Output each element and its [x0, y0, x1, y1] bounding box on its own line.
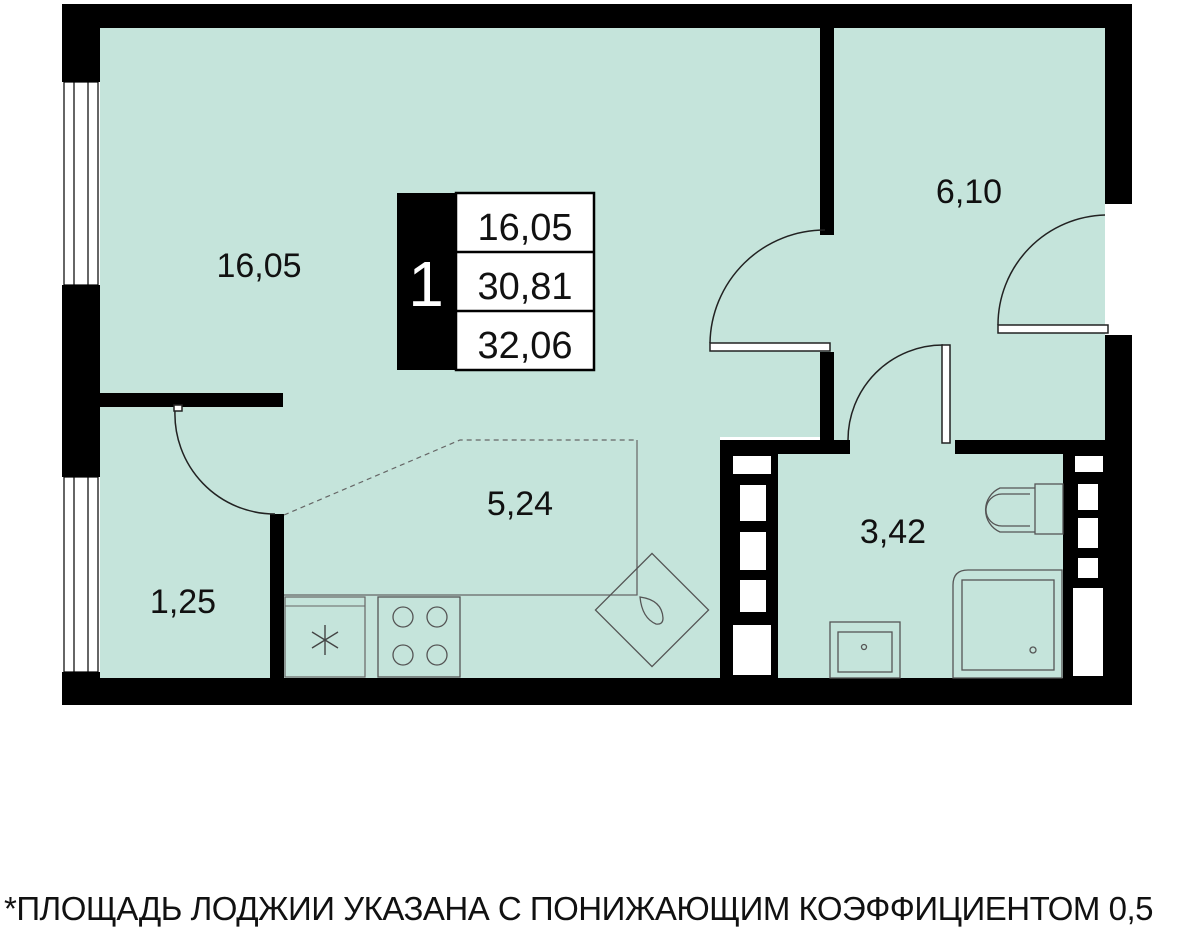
kitchen-sink [594, 552, 710, 668]
refrigerator-snowflake-icon [311, 625, 339, 655]
toilet [984, 483, 1064, 535]
toilet-icon [984, 487, 1035, 533]
wall-loggia-right [270, 514, 284, 679]
windows [63, 81, 99, 673]
wall-bottom [62, 678, 1132, 705]
shower-tray [952, 569, 1063, 679]
door-loggia-leaf [173, 404, 183, 412]
wall-loggia-top [100, 393, 283, 407]
wall-left-bottom [62, 672, 100, 705]
stove-burners-icon [392, 606, 448, 666]
shafts [733, 456, 1103, 676]
living-area-value: 16,05 [477, 207, 572, 249]
door-living-leaf [709, 342, 831, 352]
total-without-loggia-value: 30,81 [477, 266, 572, 308]
window-left-bottom [63, 476, 99, 673]
door-living-arc [709, 229, 826, 344]
kitchen-zone-boundary [283, 439, 637, 516]
area-summary: 1 16,05 30,81 32,06 [397, 191, 596, 372]
wall-left-top [62, 4, 100, 82]
wall-partition-lower [820, 352, 834, 447]
wall-right-bottom [1105, 335, 1132, 705]
floor-plan: 1 16,05 30,81 32,06 16,05 6,10 5,24 3,42… [62, 4, 1132, 705]
window-left-top [63, 81, 99, 286]
rooms-count: 1 [408, 248, 444, 320]
washbasin [829, 621, 901, 679]
hallway-area: 6,10 [936, 173, 1002, 211]
refrigerator [284, 596, 366, 678]
wall-top [62, 4, 1132, 28]
wall-bath-top-right [955, 440, 1065, 454]
wall-right-top [1105, 4, 1132, 204]
rooms-count-box [397, 193, 456, 370]
door-bath-leaf [941, 344, 951, 444]
shower-icon [952, 569, 1063, 679]
doors [173, 214, 1109, 515]
door-loggia-arc [174, 409, 276, 515]
door-entrance-leaf [997, 324, 1109, 334]
loggia-area: 1,25 [150, 583, 216, 621]
kitchen-counter [284, 560, 638, 596]
floor-fill [100, 27, 1105, 678]
door-entrance-arc [997, 214, 1106, 326]
loggia-footnote: *ПЛОЩАДЬ ЛОДЖИИ УКАЗАНА С ПОНИЖАЮЩИМ КОЭ… [4, 890, 1153, 927]
sink-drop-icon [639, 596, 664, 625]
total-area-value: 32,06 [477, 325, 572, 367]
bathroom-area: 3,42 [860, 513, 926, 551]
washbasin-icon [837, 631, 893, 673]
kitchen-area: 5,24 [487, 485, 553, 523]
room-labels: 16,05 6,10 5,24 3,42 1,25 [150, 173, 1002, 621]
wall-left-middle [62, 285, 100, 477]
door-bath-arc [847, 344, 944, 441]
stove [377, 596, 461, 678]
wall-partition-upper [820, 25, 834, 235]
living-room-area: 16,05 [216, 247, 301, 285]
